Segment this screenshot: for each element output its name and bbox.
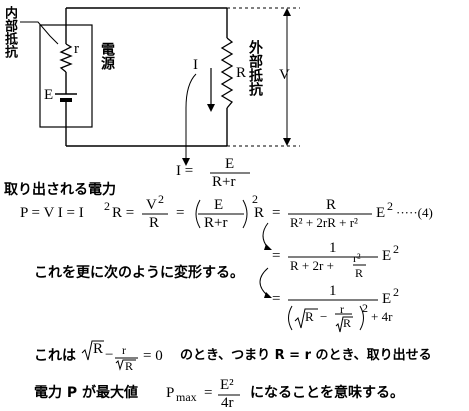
frac3-r: r [340,302,344,316]
frac1-E-sq: 2 [387,199,393,213]
transform-note: これを更に次のように変形する。 [34,265,244,281]
eq-sign-2: = [272,205,281,221]
eq-sign-3: = [272,248,281,264]
lead-curve [185,73,197,162]
frac3-sq: 2 [362,301,368,315]
pmax-den: 4r [221,395,234,411]
source-box [39,24,93,128]
eq-sign-4: = [272,291,281,307]
frac-V: V [146,197,157,213]
r-label: r [74,41,79,57]
continuation-arrow-2 [259,267,269,297]
current-label: I [193,57,198,73]
power-eq-sq1: 2 [104,199,110,213]
frac2-rsq: r² [353,251,361,265]
frac3-E: E [382,291,392,307]
paren-E: E [214,197,224,213]
frac1-den: R² + 2rR + r² [290,215,358,230]
sqrt-signs [81,308,353,371]
conclusion-line1-b: のとき、つまり R = r のとき、取り出せる [180,348,432,363]
frac3-minus: − [320,309,328,324]
internal-resistance-label: 内部抵抗 [2,6,17,58]
eq-number: ·····(4) [396,205,433,220]
emf-label: E [44,87,54,103]
pointer-line [20,21,59,45]
power-eq-prefix: P = V I = I [20,205,84,221]
frac2-num: 1 [329,240,337,256]
eq-sign-1: = [176,205,185,221]
power-caption: 取り出される電力 [4,182,116,198]
frac2-den: R + 2r + [290,258,334,273]
frac3-inner-R: R [343,316,352,330]
circuit-wires [65,7,228,147]
external-resistor [220,37,234,109]
power-eq-R: R = [112,205,135,221]
cond-eq-zero: = 0 [143,348,163,364]
frac3-sqrtR: R [305,309,314,324]
current-eq-den: R+r [212,174,236,190]
voltage-guides [227,7,300,147]
frac2-R: R [355,266,364,280]
conclusion-line2-a: 電力 P が最大値 [34,385,139,401]
fraction-bars [115,172,378,396]
frac2-E-sq: 2 [393,242,399,256]
continuation-arrow-1 [262,222,269,249]
pmax-eq: = [204,385,213,401]
frac1-num: R [326,197,337,213]
cond-r: r [122,343,126,357]
frac-V-sq: 2 [158,192,164,206]
frac3-tail: + 4r [371,309,393,324]
cond-sqrtR: R [93,341,104,357]
paren-R: R [254,205,265,221]
current-eq-num: E [225,156,235,172]
frac1-E: E [376,205,386,221]
current-eq-lhs: I = [176,163,194,179]
cond-minus: − [105,347,114,363]
external-R-label: R [236,65,247,81]
conclusion-line1-a: これは [34,348,76,364]
frac-R: R [149,215,160,231]
frac3-num: 1 [329,283,337,299]
source-label: 電源 [99,42,115,70]
pmax-sub: max [176,390,197,404]
pmax-P: P [166,385,175,401]
voltage-label: V [279,67,290,83]
frac2-E: E [382,248,392,264]
frac3-E-sq: 2 [393,285,399,299]
cond-R: R [125,359,134,373]
external-resistance-label: 外部抵抗 [247,40,263,96]
internal-resistor [59,43,73,73]
current-arrowhead [207,104,215,112]
paren-sq: 2 [252,192,258,206]
pmax-num: E² [220,377,234,393]
conclusion-line2-b: になることを意味する。 [250,385,404,401]
paren-Rpr: R+r [204,215,228,231]
